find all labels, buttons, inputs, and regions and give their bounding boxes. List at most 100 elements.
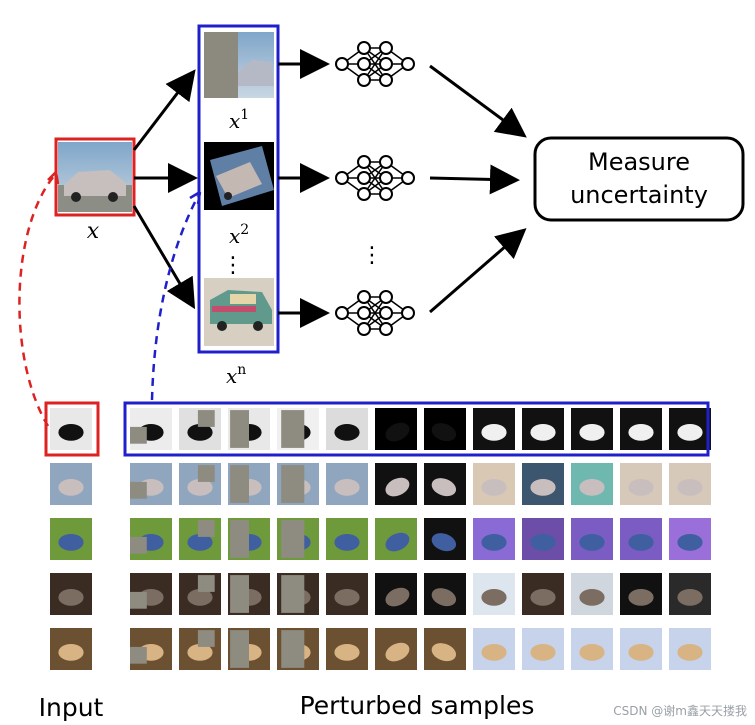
grid-occlusion-patch	[130, 481, 147, 499]
grid-object-car	[431, 478, 457, 497]
samples-blue-frame	[197, 24, 280, 354]
input-caption: Input	[39, 693, 104, 722]
grid-object-bird	[481, 533, 507, 551]
grid-object-cat	[334, 588, 360, 606]
input-grid-red-frame	[44, 401, 100, 457]
measure-box-line2: uncertainty	[570, 181, 708, 209]
grid-object-bird	[385, 532, 410, 552]
sample-grid	[50, 408, 711, 670]
grid-occlusion-patch	[130, 426, 147, 444]
grid-occlusion-patch	[130, 536, 147, 554]
grid-occlusion-patch	[197, 520, 215, 537]
neural-network-icon	[335, 41, 415, 87]
grid-occlusion-patch	[130, 591, 147, 609]
perturbed-grid-blue-frame	[123, 401, 710, 457]
sample-xn-base: x	[226, 364, 237, 388]
grid-object-dog	[628, 643, 654, 661]
grid-object-airplane	[187, 423, 213, 441]
csdn-watermark: CSDN @谢m鑫天天搂我	[613, 704, 747, 718]
grid-object-dog	[187, 643, 213, 661]
grid-object-bird	[677, 533, 703, 551]
grid-object-cat	[579, 588, 605, 606]
grid-object-bird	[628, 533, 654, 551]
samples-ellipsis: ⋮	[222, 253, 244, 278]
grid-object-cat	[628, 588, 654, 606]
grid-object-cat	[677, 588, 703, 606]
svg-text:x2: x2	[229, 222, 249, 248]
grid-occlusion-patch	[197, 630, 215, 647]
grid-object-airplane	[385, 422, 410, 442]
grid-occlusion-patch	[230, 410, 249, 448]
input-x-label: x	[87, 219, 100, 244]
grid-object-dog	[481, 643, 507, 661]
grid-object-cat	[481, 588, 507, 606]
grid-object-car	[385, 477, 410, 497]
grid-object-dog	[58, 643, 84, 661]
grid-occlusion-patch	[281, 520, 305, 558]
networks-ellipsis: ⋮	[361, 243, 383, 268]
sample-x1-base: x	[229, 109, 240, 133]
grid-occlusion-patch	[230, 520, 249, 558]
grid-occlusion-patch	[197, 465, 215, 482]
grid-object-cat	[385, 587, 410, 607]
grid-object-airplane	[58, 423, 84, 441]
grid-object-bird	[58, 533, 84, 551]
svg-text:xn: xn	[226, 362, 246, 388]
grid-object-airplane	[431, 423, 457, 442]
sample-x1-thumbnail	[204, 32, 274, 98]
arrow-x-to-x1	[132, 69, 196, 151]
grid-occlusion-patch	[230, 465, 249, 503]
grid-object-bird	[579, 533, 605, 551]
grid-object-car	[530, 478, 556, 496]
measure-uncertainty-box	[533, 136, 745, 222]
arrow-net2-to-measure	[429, 164, 520, 195]
sample-xn-sup: n	[237, 362, 246, 378]
grid-object-car	[677, 478, 703, 496]
grid-object-car	[481, 478, 507, 496]
grid-object-cat	[58, 588, 84, 606]
perturbed-caption: Perturbed samples	[300, 691, 535, 720]
grid-occlusion-patch	[130, 646, 147, 664]
sample-x2-thumbnail	[204, 142, 274, 210]
grid-occlusion-patch	[230, 630, 249, 668]
sample-x2-sup: 2	[240, 222, 249, 238]
neural-network-icon	[335, 155, 415, 201]
grid-occlusion-patch	[281, 410, 305, 448]
grid-object-airplane	[481, 423, 507, 441]
grid-object-airplane	[628, 423, 654, 441]
grid-occlusion-patch	[281, 465, 305, 503]
grid-object-dog	[334, 643, 360, 661]
grid-object-dog	[385, 642, 410, 662]
grid-object-dog	[431, 643, 457, 662]
grid-occlusion-patch	[230, 575, 249, 613]
grid-object-airplane	[530, 423, 556, 441]
grid-object-airplane	[579, 423, 605, 441]
grid-object-bird	[431, 533, 457, 552]
svg-text:x1: x1	[229, 107, 249, 133]
grid-object-car	[628, 478, 654, 496]
grid-object-cat	[431, 588, 457, 607]
grid-object-car	[58, 478, 84, 496]
grid-object-airplane	[334, 423, 360, 441]
grid-object-cat	[530, 588, 556, 606]
grid-occlusion-patch	[281, 575, 305, 613]
arrow-net1-to-measure	[429, 64, 527, 138]
sample-x2-base: x	[229, 224, 240, 248]
grid-object-airplane	[677, 423, 703, 441]
arrow-netn-to-measure	[429, 228, 527, 314]
grid-object-cat	[187, 588, 213, 606]
grid-object-bird	[187, 533, 213, 551]
blue-dashed-link	[150, 195, 200, 401]
arrow-x-to-xn	[132, 205, 196, 310]
grid-occlusion-patch	[197, 410, 215, 427]
grid-occlusion-patch	[281, 630, 305, 668]
grid-object-dog	[530, 643, 556, 661]
grid-object-dog	[677, 643, 703, 661]
grid-object-dog	[579, 643, 605, 661]
neural-network-icon	[335, 290, 415, 336]
sample-xn-thumbnail	[204, 278, 274, 346]
grid-object-car	[187, 478, 213, 496]
red-dashed-link	[18, 175, 55, 427]
grid-object-bird	[530, 533, 556, 551]
